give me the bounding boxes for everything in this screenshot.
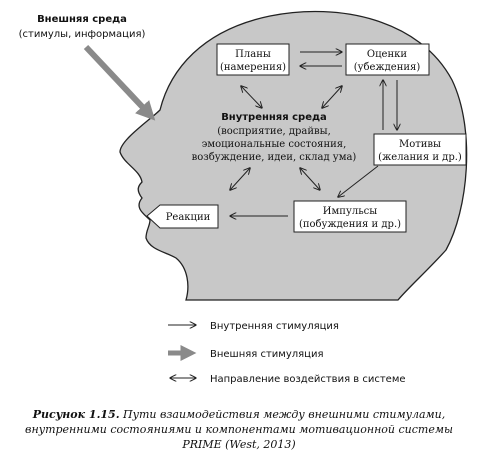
evaluations-node: Оценки (убеждения) [345, 43, 430, 76]
caption-label: Рисунок 1.15. [32, 408, 120, 421]
motives-node: Мотивы (желания и др.) [373, 133, 467, 166]
arrow-motives-to-impulses [338, 165, 379, 197]
legend-external-label: Внешняя стимуляция [210, 349, 323, 360]
motives-label: Мотивы [399, 139, 441, 150]
reactions-label: Реакции [166, 212, 211, 223]
internal-env-line-2: эмоциональные состояния, [202, 139, 347, 150]
motives-sub: (желания и др.) [378, 152, 462, 163]
internal-env-line-1: (восприятие, драйвы, [217, 126, 331, 137]
plans-label: Планы [235, 49, 271, 60]
impulses-node: Импульсы (побуждения и др.) [293, 200, 407, 233]
double-arrow-plans-internal [241, 86, 262, 108]
legend: Внутренняя стимуляция Внешняя стимуляция… [168, 321, 406, 385]
legend-internal-label: Внутренняя стимуляция [210, 321, 339, 332]
internal-env-line-3: возбуждение, идеи, склад ума) [192, 152, 357, 163]
evaluations-sub: (убеждения) [354, 62, 421, 73]
caption-line-1: Пути взаимодействия между внешними стиму… [123, 408, 446, 421]
reactions-node: Реакции [146, 204, 219, 229]
internal-env-title: Внутренняя среда [221, 112, 327, 123]
caption-line-2: внутренними состояниями и компонентами м… [25, 423, 453, 436]
external-env-subtitle: (стимулы, информация) [19, 29, 146, 40]
impulses-label: Импульсы [323, 206, 377, 217]
double-arrow-internal-impulses [300, 168, 320, 190]
double-arrow-evaluations-internal [322, 86, 342, 108]
external-env-title: Внешняя среда [37, 14, 127, 25]
external-stimulus-arrow [83, 44, 156, 121]
evaluations-label: Оценки [367, 49, 407, 60]
figure-caption: Рисунок 1.15. Пути взаимодействия между … [0, 407, 478, 452]
double-arrow-internal-reactions [230, 168, 250, 190]
impulses-sub: (побуждения и др.) [299, 219, 401, 230]
plans-node: Планы (намерения) [216, 43, 290, 76]
plans-sub: (намерения) [220, 62, 286, 73]
legend-bidirectional-label: Направление воздействия в системе [210, 374, 406, 385]
caption-line-3: PRIME (West, 2013) [182, 438, 296, 451]
